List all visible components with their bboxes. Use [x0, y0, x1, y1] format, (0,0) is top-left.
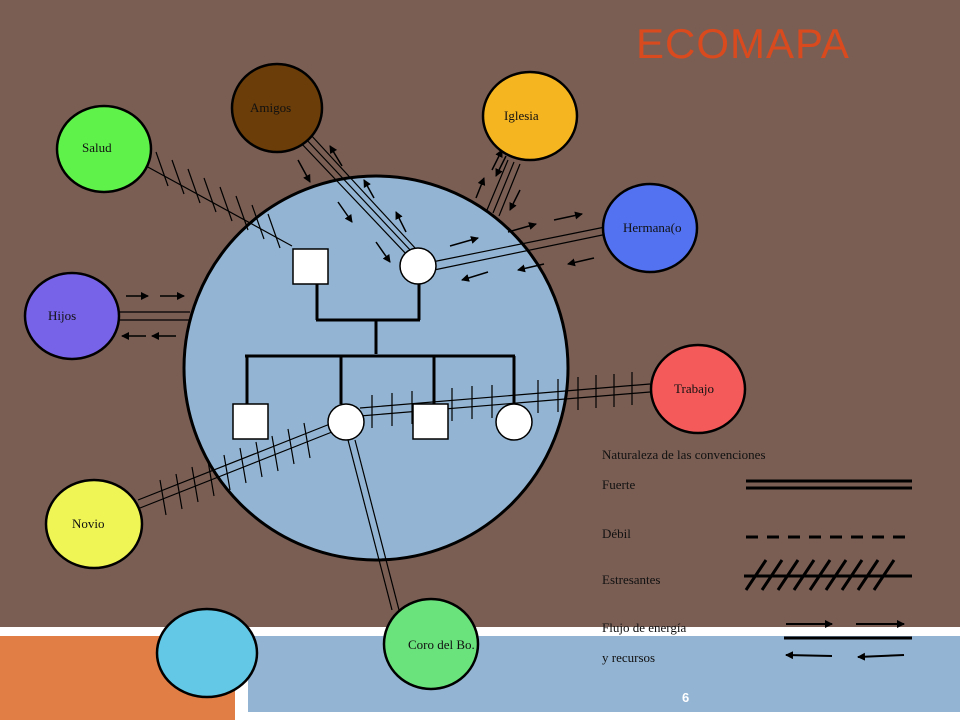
- legend-heading: Naturaleza de las convenciones: [602, 447, 766, 462]
- child-2-circle: [327, 403, 365, 441]
- mother-circle: [399, 247, 437, 285]
- father-square: [292, 248, 329, 285]
- label-salud: Salud: [82, 140, 112, 155]
- label-iglesia: Iglesia: [504, 108, 539, 123]
- legend-weak-label: Débil: [602, 526, 631, 541]
- genogram: [245, 284, 516, 404]
- page-title: ECOMAPA: [636, 20, 850, 67]
- node-amigos: [230, 62, 324, 154]
- slide-number: 6: [682, 690, 690, 705]
- node-unlabeled: [155, 607, 259, 699]
- child-4-circle: [495, 403, 533, 441]
- child-1-square: [232, 403, 269, 440]
- node-coro: [382, 597, 480, 691]
- legend-stress-label: Estresantes: [602, 572, 661, 587]
- legend-flow-label-2: y recursos: [602, 650, 656, 665]
- footer-bottom-white: [248, 712, 960, 720]
- legend-strong-label: Fuerte: [602, 477, 636, 492]
- child-3-square: [412, 403, 449, 440]
- label-trabajo: Trabajo: [674, 381, 714, 396]
- node-salud: [55, 104, 153, 194]
- family-circle: [182, 174, 570, 562]
- label-hermana: Hermana(o: [623, 220, 682, 235]
- legend-arrow-left-2: [857, 652, 905, 661]
- node-trabajo: [649, 343, 747, 435]
- flow-arrows: [121, 145, 595, 340]
- footer-white-band: [0, 627, 960, 636]
- node-hijos: [23, 271, 121, 361]
- connection-lines: [120, 133, 651, 611]
- stress-hatches: [155, 151, 633, 516]
- legend-graphics: [744, 479, 912, 661]
- legend-arrow-left-1: [785, 651, 833, 660]
- family-members: [232, 247, 533, 441]
- node-novio: [44, 478, 144, 570]
- label-coro: Coro del Bo.: [408, 637, 475, 652]
- footer-blue-block: [248, 636, 960, 712]
- label-hijos: Hijos: [48, 308, 77, 323]
- node-iglesia: [481, 70, 579, 162]
- label-amigos: Amigos: [250, 100, 292, 115]
- node-hermana: [601, 182, 699, 274]
- label-novio: Novio: [72, 516, 105, 531]
- legend-flow-label-1: Flujo de energía: [602, 620, 687, 635]
